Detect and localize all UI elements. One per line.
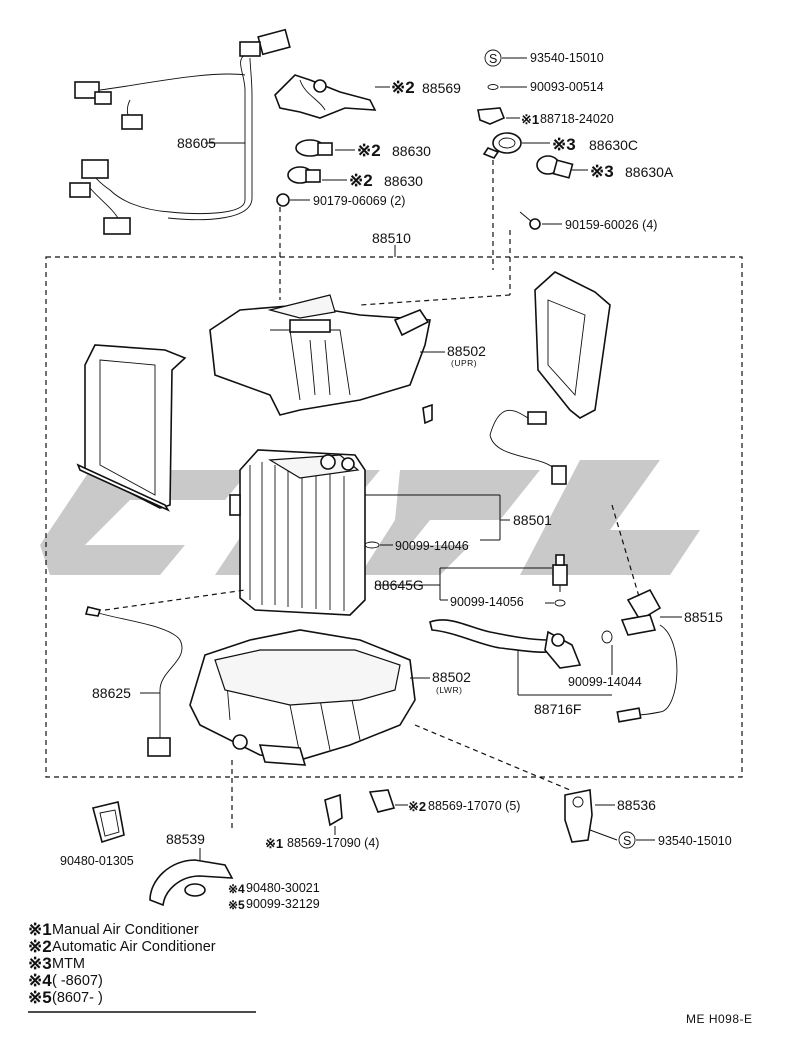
mark-4-90480: ※4 (228, 882, 245, 896)
o-ring-90099-14056 (554, 599, 566, 607)
s-circle-bot (618, 831, 636, 849)
mark-3-88630C: ※3 (552, 135, 576, 154)
sensor-88630C (482, 132, 522, 159)
legend-text-2: Automatic Air Conditioner (52, 939, 216, 955)
pipe-88716F (429, 619, 613, 669)
mark-2-88630-a: ※2 (357, 141, 381, 160)
legend-text-3: MTM (52, 956, 85, 972)
label-88716F: 88716F (534, 701, 581, 717)
grommet-90480-01305 (92, 801, 125, 844)
label-88630A: 88630A (625, 164, 674, 180)
mark-1-88718: ※1 (521, 112, 539, 127)
label-88502-upr: 88502 (447, 343, 486, 359)
seal-frame-left (76, 344, 187, 512)
label-90159: 90159-60026 (4) (565, 218, 657, 232)
switch-88630-b (287, 166, 321, 184)
nut-90179 (276, 193, 290, 207)
mark-2-88569-17070: ※2 (408, 799, 426, 814)
label-88539: 88539 (166, 831, 205, 847)
mark-5-90099: ※5 (228, 898, 245, 912)
label-90480-01305: 90480-01305 (60, 854, 134, 868)
bracket-88569-17070 (368, 789, 396, 813)
valve-88645G (552, 554, 568, 592)
label-88630-a: 88630 (392, 143, 431, 159)
label-90099-32129: 90099-32129 (246, 897, 320, 911)
label-88502-lwr-sub: (LWR) (436, 685, 462, 695)
label-90179: 90179-06069 (2) (313, 194, 405, 208)
label-88515: 88515 (684, 609, 723, 625)
mark-1-88569-17090: ※1 (265, 836, 283, 851)
legend-text-4: ( -8607) (52, 973, 103, 989)
legend-mark-1: ※1 (28, 920, 52, 939)
label-88510: 88510 (372, 230, 411, 246)
label-90099-14044: 90099-14044 (568, 675, 642, 689)
legend-mark-3: ※3 (28, 954, 52, 973)
mark-2-88569: ※2 (391, 78, 415, 97)
label-88605: 88605 (177, 135, 216, 151)
bracket-88569 (274, 74, 377, 119)
label-88569-17070: 88569-17070 (5) (428, 799, 520, 813)
label-88536: 88536 (617, 797, 656, 813)
legend-mark-2: ※2 (28, 937, 52, 956)
drawing-code: ME H098-E (686, 1012, 753, 1026)
legend-text-1: Manual Air Conditioner (52, 922, 199, 938)
label-88569: 88569 (422, 80, 461, 96)
s-circle-top (484, 49, 502, 67)
label-90099-14056: 90099-14056 (450, 595, 524, 609)
legend-text-5: (8607- ) (52, 990, 103, 1006)
label-90480-30021: 90480-30021 (246, 881, 320, 895)
label-90099-14046: 90099-14046 (395, 539, 469, 553)
bracket-88569-17090 (324, 793, 343, 827)
mark-2-88630-b: ※2 (349, 171, 373, 190)
thermistor-wire (489, 409, 567, 485)
seal-frame-right (534, 271, 611, 419)
label-88630C: 88630C (589, 137, 638, 153)
label-88569-17090: 88569-17090 (4) (287, 836, 379, 850)
label-88630-b: 88630 (384, 173, 423, 189)
s-mark-bot: S (623, 834, 631, 848)
hose-88539 (149, 859, 234, 907)
legend-mark-5: ※5 (28, 988, 52, 1007)
connector-88536 (564, 789, 593, 843)
mark-3-88630A: ※3 (590, 162, 614, 181)
sensor-88515 (616, 588, 678, 723)
o-ring-90099-14046 (364, 541, 380, 549)
assembly-88510-frame (45, 256, 743, 778)
label-88625: 88625 (92, 685, 131, 701)
thermistor-88625 (84, 606, 183, 757)
s-mark-top: S (489, 52, 497, 66)
clip-88718 (477, 107, 506, 125)
washer-90093 (487, 84, 499, 90)
wire-harness-88605 (69, 28, 291, 235)
screw-90159 (519, 211, 541, 230)
label-88502-lwr: 88502 (432, 669, 471, 685)
case-upper-88502 (209, 294, 431, 416)
switch-88630-a (295, 139, 333, 157)
label-93540-top: 93540-15010 (530, 51, 604, 65)
label-88501: 88501 (513, 512, 552, 528)
legend-mark-4: ※4 (28, 971, 52, 990)
label-90093: 90093-00514 (530, 80, 604, 94)
clip-small (422, 403, 433, 425)
sensor-88630A (536, 155, 574, 179)
legend: ※1 Manual Air Conditioner ※2 Automatic A… (28, 920, 256, 1013)
evaporator-88501 (229, 449, 366, 616)
label-88645G: 88645G (374, 577, 424, 593)
label-93540-bot: 93540-15010 (658, 834, 732, 848)
case-lower-88502 (189, 629, 416, 766)
label-88718: 88718-24020 (540, 112, 614, 126)
label-88502-upr-sub: (UPR) (451, 358, 477, 368)
